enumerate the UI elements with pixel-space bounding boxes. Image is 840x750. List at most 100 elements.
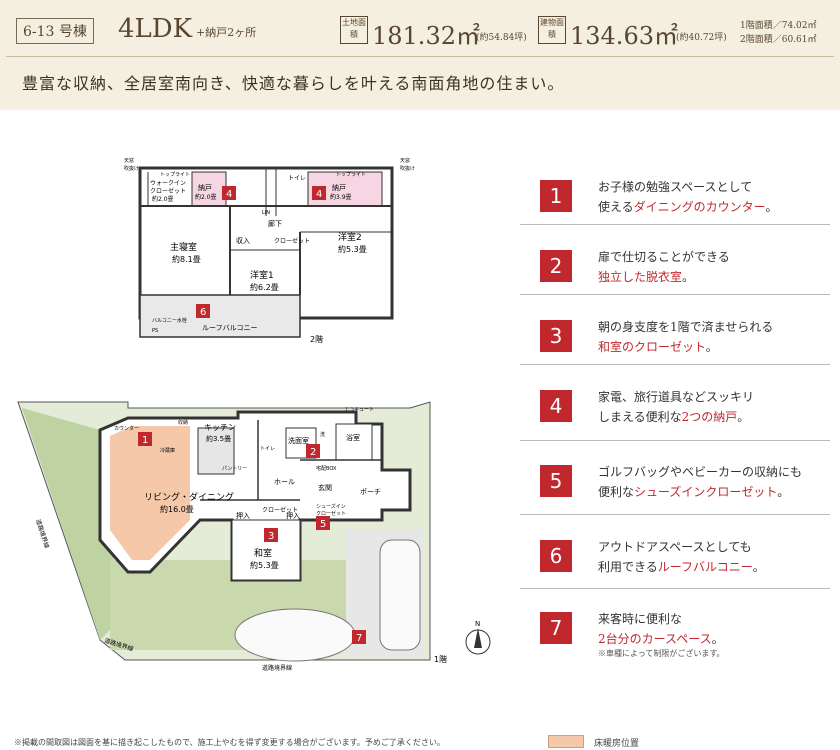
feature-highlight: ダイニングのカウンター [633, 200, 766, 214]
living-size: 約16.0畳 [160, 504, 194, 514]
balcony-faucet-label: バルコニー水栓 [152, 317, 187, 324]
feature-highlight: 2台分のカースペース [598, 632, 712, 646]
building-area: 134.63㎡ [570, 22, 678, 50]
feature-item-6: 6 アウトドアスペースとしても 利用できるルーフバルコニー。 [540, 530, 830, 592]
toplight-l-label: トップライト [160, 172, 190, 178]
road-boundary-3: 道路境界線 [262, 664, 292, 672]
badge-7-num: 7 [356, 633, 362, 644]
badge-4a [222, 186, 236, 200]
feature-item-2: 2 扉で仕切ることができる 独立した脱衣室。 [540, 240, 830, 302]
porch-label: ポーチ [360, 488, 381, 496]
shoes-label2: クローゼット [316, 510, 346, 517]
badge-5 [316, 516, 330, 530]
washer-label: 洗 [320, 431, 325, 438]
feature-item-5: 5 ゴルフバッグやベビーカーの収納にも 便利なシューズインクローゼット。 [540, 455, 830, 517]
closet-label: クローゼット [274, 237, 310, 245]
receiving-label: 宅配BOX [316, 465, 337, 472]
feature-line2: しまえる便利な2つの納戸。 [598, 410, 750, 424]
badge-6 [196, 304, 210, 318]
feature-highlight: シューズインクローゼット [634, 485, 778, 499]
closet1-label: クローゼット [262, 506, 298, 514]
badge-4b [312, 186, 326, 200]
land-area: 181.32㎡ [372, 22, 480, 50]
ps-label: PS [152, 328, 158, 334]
plan-type: 4LDK [118, 14, 193, 44]
feature-line2: 独立した脱衣室。 [598, 270, 695, 284]
sky2-label: 天窓 [400, 157, 410, 164]
car-icon-1 [379, 539, 421, 651]
feature-line1: 扉で仕切ることができる [598, 250, 730, 264]
fridge-label: 冷蔵庫 [160, 447, 175, 454]
toilet1-label: トイレ [260, 446, 275, 452]
feature-divider [520, 364, 830, 365]
floorplan-2f: ウォークイン クローゼット 約2.0畳 納戸 約2.0畳 納戸 約3.9畳 主寝… [124, 157, 415, 344]
feature-number: 2 [540, 250, 572, 282]
header-top-row: 6-13 号棟 4LDK +納戸2ヶ所 土地面積 181.32㎡ (約54.84… [0, 0, 840, 56]
floor2-label: 2階 [310, 334, 323, 344]
badge-2-num: 2 [310, 447, 316, 458]
feature-item-3: 3 朝の身支度を1階で済ませられる 和室のクローゼット。 [540, 310, 830, 372]
feature-number: 4 [540, 390, 572, 422]
badge-4a-num: 4 [226, 189, 232, 200]
disclaimer: ※掲載の間取図は図面を基に描き起こしたもので、施工上やむを得ず変更する場合がござ… [14, 738, 445, 747]
bathroom-label: 浴室 [346, 433, 360, 442]
oshi2-label: 押入 [286, 511, 300, 520]
sky1-label: 天窓 [124, 157, 134, 164]
floorplan-1f: リビング・ダイニング 約16.0畳 キッチン 約3.5畳 洗面室 浴室 和室 約… [17, 401, 491, 672]
lin-label: LIN [262, 210, 270, 216]
feature-number: 6 [540, 540, 572, 572]
entrance-label: 玄関 [318, 483, 332, 492]
feature-divider [520, 294, 830, 295]
header-divider [6, 56, 834, 57]
badge-6-num: 6 [200, 307, 206, 318]
floor-heating-legend-label: 床暖房位置 [594, 739, 640, 749]
feature-item-1: 1 お子様の勉強スペースとして 使えるダイニングのカウンター。 [540, 170, 830, 232]
north-label: N [475, 620, 480, 628]
tagline: 豊富な収納、全居室南向き、快適な暮らしを叶える南面角地の住まい。 [22, 74, 565, 93]
hang2-label: 吹抜け [400, 165, 415, 172]
floorplans: ウォークイン クローゼット 約2.0畳 納戸 約2.0畳 納戸 約3.9畳 主寝… [17, 157, 491, 672]
shoes-label: シューズイン [316, 503, 346, 510]
feature-number: 7 [540, 612, 572, 644]
hall-label: 廊下 [268, 219, 282, 228]
floor1-area: 1階面積／74.02㎡ [740, 21, 817, 31]
storage-b-size: 約3.9畳 [330, 193, 352, 201]
hang1-label: 吹抜け [124, 165, 139, 172]
feature-divider [520, 224, 830, 225]
living-label: リビング・ダイニング [144, 491, 234, 503]
garden-area-west [22, 408, 120, 640]
feature-line2: 利用できるルーフバルコニー。 [598, 560, 765, 574]
western2-label: 洋室2 [338, 231, 362, 243]
feature-line1: お子様の勉強スペースとして [598, 180, 753, 194]
western2-size: 約5.3畳 [338, 244, 367, 254]
feature-divider [520, 514, 830, 515]
feature-highlight: ルーフバルコニー [657, 560, 753, 574]
badge-3 [264, 528, 278, 542]
kitchen-label: キッチン [204, 423, 236, 432]
building-tsubo: (約40.72坪) [676, 33, 727, 43]
floor-heating-living [110, 426, 190, 560]
toilet2-label: トイレ [288, 175, 306, 182]
floor-heating-legend-swatch [548, 735, 584, 748]
land-tsubo: (約54.84坪) [476, 33, 527, 43]
storage-a-label: 納戸 [198, 183, 212, 192]
badge-2 [306, 444, 320, 458]
ecocute-label: エコキュート [344, 407, 374, 413]
feature-divider [520, 588, 830, 589]
feature-line2: 和室のクローゼット。 [598, 340, 718, 354]
storage-a-size: 約2.0畳 [195, 193, 217, 201]
car-icon-2 [234, 608, 356, 662]
north-arrow-icon [474, 628, 482, 648]
toplight-r-label: トップライト [336, 172, 366, 178]
oshi-label: 収入 [236, 237, 250, 245]
walkin-label: ウォークイン [150, 179, 186, 187]
badge-1-num: 1 [142, 435, 148, 446]
feature-highlight: 独立した脱衣室 [598, 270, 683, 284]
walkin-size: 約2.0畳 [152, 195, 174, 203]
badge-3-num: 3 [268, 531, 274, 542]
plan-sub: +納戸2ヶ所 [196, 26, 257, 39]
feature-line1: 朝の身支度を1階で済ませられる [598, 320, 774, 334]
master-label: 主寝室 [170, 241, 197, 253]
walkin-label2: クローゼット [150, 187, 186, 195]
feature-line1: 来客時に便利な [598, 612, 683, 626]
